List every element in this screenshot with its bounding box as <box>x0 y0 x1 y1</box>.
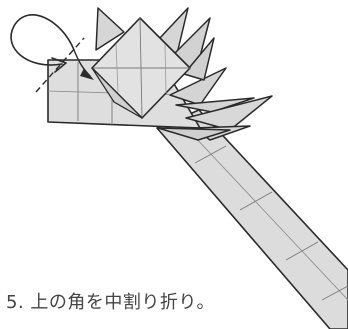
diamond-inner-left <box>115 43 119 93</box>
step-caption: 5. 上の角を中割り折り。 <box>6 292 216 313</box>
back-flaps <box>157 67 273 141</box>
flap-6 <box>185 95 273 131</box>
curved-arrow-icon <box>10 14 94 80</box>
spike-right-3 <box>183 37 215 81</box>
diamond-inner-right <box>164 43 167 94</box>
strip-center-crease <box>177 118 348 301</box>
strip-crease-3 <box>285 241 319 261</box>
flap-8 <box>157 127 231 141</box>
spike-left <box>95 7 125 51</box>
strip-crease-4 <box>321 285 348 301</box>
diamond-lower-flap <box>91 67 143 119</box>
flap-4 <box>169 67 227 106</box>
strip-crease-1 <box>194 145 227 164</box>
dashed-fold-line <box>35 37 85 93</box>
center-diamond <box>91 17 191 119</box>
flap-5 <box>175 97 255 113</box>
strip-crease-2 <box>239 191 273 211</box>
